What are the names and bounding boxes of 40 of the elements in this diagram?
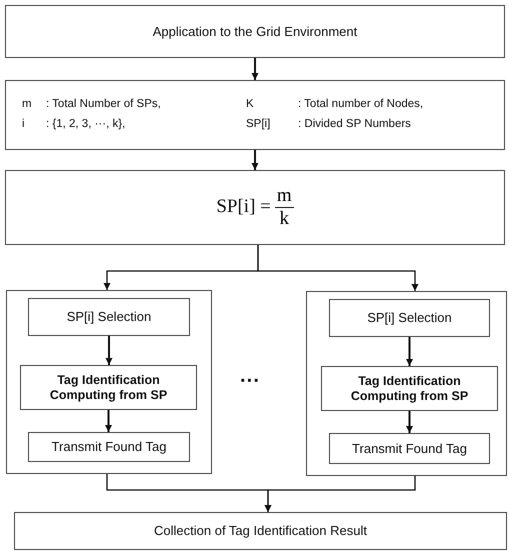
numerator: m [274,185,294,208]
symbol-text: i [22,118,26,132]
definition-text: : {1, 2, 3, ···, k}, [46,118,126,132]
arrow [406,337,413,366]
denominator: k [280,208,290,230]
process-box [329,433,490,464]
process-box [5,170,505,245]
process-box [28,432,190,462]
process-box [20,365,197,410]
arrow [105,410,112,432]
arrow [252,58,258,80]
process-box [321,366,498,411]
box-label: Transmit Found Tag [352,440,467,456]
symbol-text: K [246,98,255,112]
box-label: Application to the Grid Environment [152,24,358,40]
group-box [306,291,507,476]
process-box [28,298,190,336]
process-box [5,5,505,58]
symbol-text: m [22,98,33,112]
box-label: Collection of Tag Identification Result [154,523,367,539]
box-label: Tag Identification Computing from SP [350,374,470,404]
ellipsis: ··· [240,370,260,393]
arrow [406,411,413,433]
formula-text: SP[i] = [216,196,271,219]
box-label: Tag Identification Computing from SP [48,372,168,402]
box-label: Transmit Found Tag [52,439,166,455]
box-label: SP[i] Selection [367,310,452,326]
arrow [106,336,112,365]
definition-text: : Total Number of SPs, [46,98,162,112]
arrow [252,150,258,170]
arrow [257,245,418,291]
definition-text: : Divided SP Numbers [298,118,412,132]
symbol-text: SP[i] [246,118,272,132]
process-box [5,80,505,150]
process-box [14,512,507,550]
definition-text: : Total number of Nodes, [298,98,424,112]
box-label: SP[i] Selection [66,309,152,325]
group-box [6,290,212,474]
process-box [329,299,490,337]
arrow [264,476,416,512]
